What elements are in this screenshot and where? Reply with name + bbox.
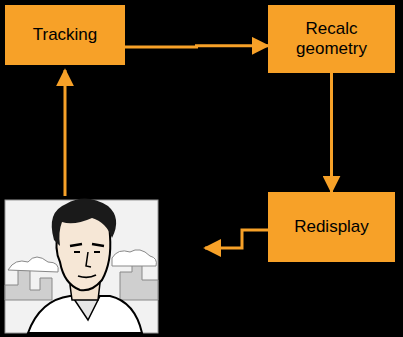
connector-arrow — [330, 73, 333, 192]
box-label: Tracking — [33, 25, 98, 45]
process-box: Tracking — [5, 5, 125, 65]
process-box: Redisplay — [268, 192, 395, 262]
connector-arrow — [125, 46, 268, 47]
box-label: Recalc geometry — [274, 19, 389, 58]
box-label: Redisplay — [294, 217, 369, 237]
process-box: Recalc geometry — [268, 5, 395, 73]
person-illustration — [5, 198, 158, 333]
connector-line — [64, 70, 67, 196]
connector-line — [205, 230, 268, 248]
